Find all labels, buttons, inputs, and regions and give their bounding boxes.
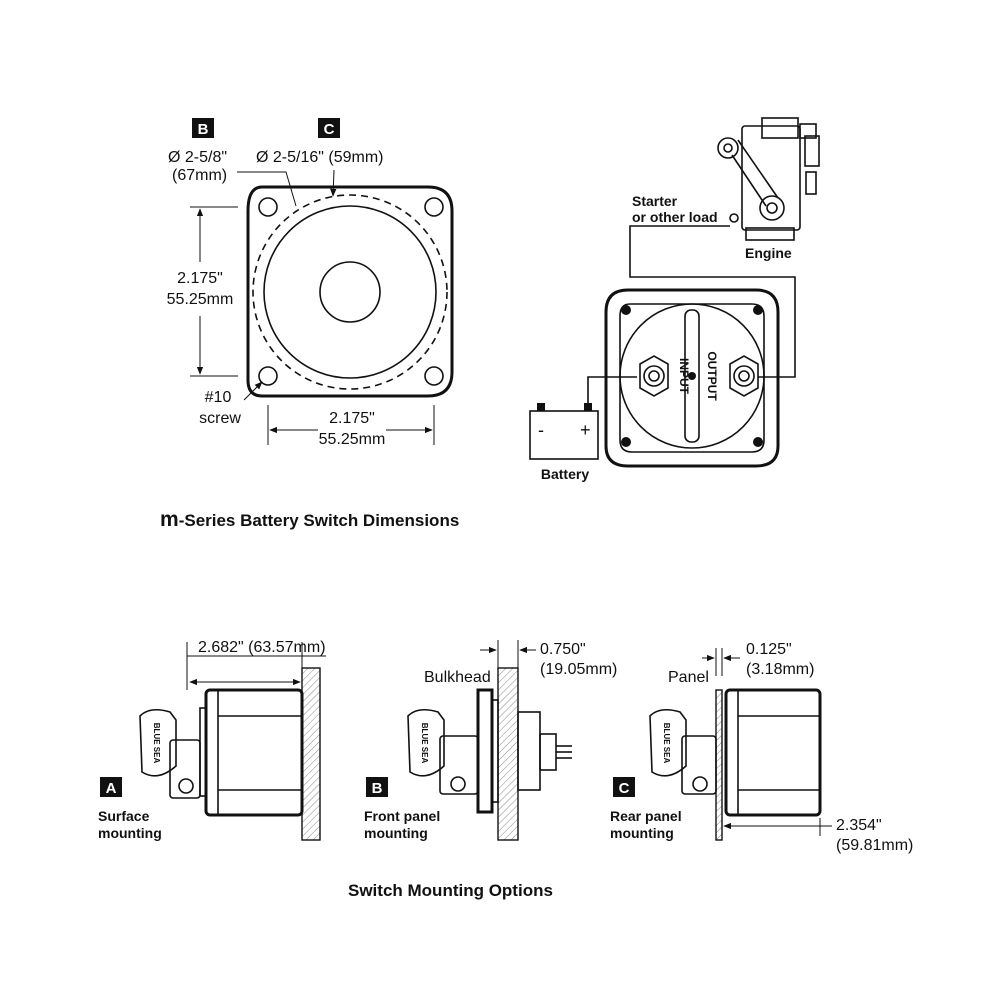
- c-key-text: BLUE SEA: [662, 723, 671, 764]
- mount-a: 2.682" (63.57mm) BLUE SEA A Surface moun…: [98, 639, 326, 841]
- screw-label-2: screw: [199, 410, 241, 427]
- b-key-text: BLUE SEA: [420, 723, 429, 764]
- c-dim2-label: 2.354": [836, 817, 882, 834]
- a-switch-body: [204, 688, 304, 817]
- mount-c: 0.125" (3.18mm) Panel 2.354" (59.81mm) B…: [610, 641, 913, 854]
- dia-c-circle: [263, 205, 437, 379]
- input-wire: [587, 376, 637, 408]
- title-prefix: m: [160, 508, 179, 531]
- screw-hole-tl: [258, 197, 278, 217]
- c-badge: C: [619, 780, 630, 797]
- mount-hole-bl: [621, 437, 631, 447]
- load-label: Starter: [632, 193, 678, 209]
- c-dim1-label-2: (3.18mm): [746, 661, 814, 678]
- wiring-drawing: Starter or other load Engine INPUT OUTPU…: [529, 117, 820, 482]
- input-label: INPUT: [677, 358, 691, 395]
- badge-c: C: [318, 118, 340, 138]
- b-key-icon: [407, 708, 445, 777]
- width-mm-label: 55.25mm: [319, 431, 386, 448]
- b-flange: [476, 688, 494, 814]
- b-bulkhead: [497, 667, 519, 841]
- c-panel-label: Panel: [668, 669, 709, 686]
- switch-top-view: [604, 288, 780, 468]
- c-dim1-label: 0.125": [746, 641, 792, 658]
- a-key-icon: [139, 708, 177, 777]
- battery-minus: -: [538, 420, 544, 440]
- badge-c-text: C: [324, 121, 335, 138]
- c-dim2-label-2: (59.81mm): [836, 837, 913, 854]
- mount-b: 0.750" (19.05mm) Bulkhead BLUE SEA B Fro…: [364, 640, 617, 841]
- screw-hole-bl: [258, 366, 278, 386]
- height-mm-label: 55.25mm: [167, 291, 234, 308]
- height-in-label: 2.175": [177, 270, 223, 287]
- mounting-options: 2.682" (63.57mm) BLUE SEA A Surface moun…: [98, 639, 913, 900]
- dia-b-label: Ø 2-5/8": [168, 149, 227, 166]
- dia-b-mm-label: (67mm): [172, 167, 227, 184]
- a-dim-label: 2.682" (63.57mm): [198, 639, 326, 656]
- dimensions-title: m-Series Battery Switch Dimensions: [160, 508, 459, 531]
- switch-housing-circle: [619, 303, 765, 449]
- center-dot: [688, 372, 696, 380]
- b-shaft: [439, 735, 479, 795]
- b-bulkhead-label: Bulkhead: [424, 669, 491, 686]
- a-key-text: BLUE SEA: [152, 723, 161, 764]
- output-terminal: [729, 355, 759, 397]
- b-badge: B: [372, 780, 383, 797]
- b-rear-body: [517, 711, 541, 791]
- battery-label: Battery: [541, 466, 589, 482]
- c-switch-body: [724, 688, 822, 817]
- a-label-2: mounting: [98, 825, 162, 841]
- switch-base-outline: [246, 185, 454, 398]
- badge-b: B: [192, 118, 214, 138]
- b-label: Front panel: [364, 808, 440, 824]
- c-key-icon: [649, 708, 687, 777]
- b-dim-label-2: (19.05mm): [540, 661, 617, 678]
- badge-b-text: B: [198, 121, 209, 138]
- width-in-label: 2.175": [329, 410, 375, 427]
- a-shaft: [169, 739, 201, 799]
- dia-b-leader: [237, 171, 297, 207]
- mount-hole-tl: [621, 305, 631, 315]
- engine-starter-icon: [717, 117, 820, 241]
- output-wire: [629, 225, 796, 378]
- a-badge: A: [106, 780, 117, 797]
- dia-c-leader: [330, 169, 337, 197]
- engine-label: Engine: [745, 245, 792, 261]
- title-rest: -Series Battery Switch Dimensions: [179, 511, 460, 530]
- input-terminal: [639, 355, 669, 397]
- mounting-title: Switch Mounting Options: [348, 881, 553, 900]
- dimensions-drawing: B C Ø 2-5/8" (67mm) Ø 2-5/16" (59mm) 2.1…: [160, 118, 459, 531]
- mount-hole-tr: [753, 305, 763, 315]
- screw-hole-br: [424, 366, 444, 386]
- knob-hole: [319, 261, 381, 323]
- c-label-2: mounting: [610, 825, 674, 841]
- a-label: Surface: [98, 808, 150, 824]
- b-label-2: mounting: [364, 825, 428, 841]
- screw-leader: [243, 381, 263, 401]
- output-label: OUTPUT: [705, 351, 719, 401]
- dia-c-label: Ø 2-5/16" (59mm): [256, 149, 384, 166]
- b-nut: [539, 733, 557, 771]
- a-mounting-surface: [301, 667, 321, 841]
- screw-hole-tr: [424, 197, 444, 217]
- mount-hole-br: [753, 437, 763, 447]
- load-label-2: or other load: [632, 209, 718, 225]
- c-shaft: [681, 735, 717, 795]
- battery-plus: +: [580, 420, 591, 440]
- b-dim-label: 0.750": [540, 641, 586, 658]
- battery-icon: [529, 403, 599, 460]
- c-label: Rear panel: [610, 808, 682, 824]
- screw-label: #10: [205, 389, 232, 406]
- dia-b-circle: [252, 194, 448, 390]
- c-panel: [715, 689, 723, 841]
